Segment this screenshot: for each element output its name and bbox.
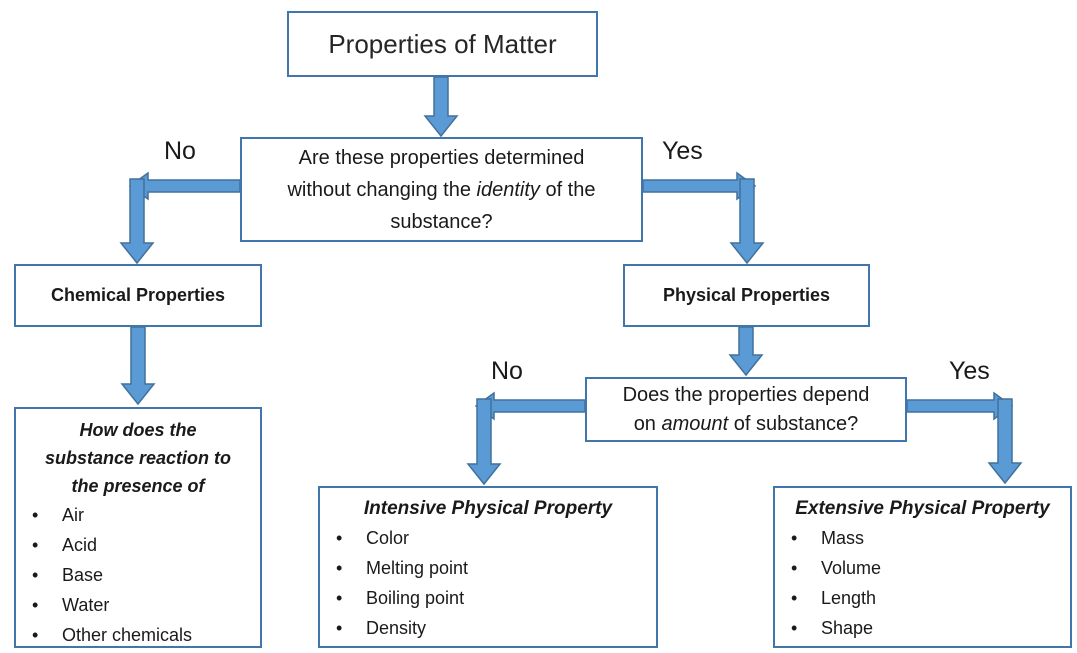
label-decision2-yes: Yes xyxy=(949,357,990,385)
arrow-decision1-yes-vertical xyxy=(729,178,765,265)
extensive-heading: Extensive Physical Property xyxy=(795,498,1050,519)
decision-identity-line1: Are these properties determined xyxy=(298,146,585,169)
label-decision1-no: No xyxy=(164,137,196,165)
decision-amount-line1: Does the properties depend xyxy=(622,383,870,406)
list-item: Acid xyxy=(32,534,250,557)
bullet-icon xyxy=(791,617,821,640)
label-decision1-yes: Yes xyxy=(662,137,703,165)
arrow-decision1-no-vertical xyxy=(119,178,155,265)
list-item: Length xyxy=(791,587,1060,610)
list-item: Volume xyxy=(791,557,1060,580)
chemical-detail-heading: How does the substance reaction to the p… xyxy=(44,420,232,496)
chemical-detail-box: How does the substance reaction to the p… xyxy=(14,407,262,648)
decision-amount-line2: on amount of substance? xyxy=(633,412,859,435)
bullet-icon xyxy=(336,587,366,610)
arrow-chemical-to-detail xyxy=(120,326,156,406)
arrow-physical-to-decision2 xyxy=(728,326,764,377)
page-title: Properties of Matter xyxy=(328,28,557,59)
list-item: Color xyxy=(336,527,646,550)
arrow-decision2-yes-horizontal xyxy=(906,391,1014,421)
list-item: Density xyxy=(336,617,646,640)
intensive-list: Color Melting point Boiling point Densit… xyxy=(330,527,646,640)
decision-amount-box: Does the properties depend on amount of … xyxy=(585,377,907,442)
list-item: Melting point xyxy=(336,557,646,580)
list-item: Air xyxy=(32,504,250,527)
arrow-decision2-no-vertical xyxy=(466,398,502,486)
bullet-icon xyxy=(791,587,821,610)
bullet-icon xyxy=(336,617,366,640)
extensive-property-box: Extensive Physical Property Mass Volume … xyxy=(773,486,1072,648)
arrow-decision1-yes-horizontal xyxy=(642,171,757,201)
list-item: Base xyxy=(32,564,250,587)
bullet-icon xyxy=(32,624,62,647)
bullet-icon xyxy=(32,534,62,557)
bullet-icon xyxy=(32,594,62,617)
decision-identity-line2: without changing the identity of the xyxy=(287,178,596,201)
arrow-decision2-no-horizontal xyxy=(474,391,586,421)
intensive-heading: Intensive Physical Property xyxy=(363,498,613,519)
label-decision2-no: No xyxy=(491,357,523,385)
bullet-icon xyxy=(336,557,366,580)
chemical-detail-list: Air Acid Base Water Other chemicals xyxy=(26,504,250,647)
chemical-properties-box: Chemical Properties xyxy=(14,264,262,327)
list-item: Mass xyxy=(791,527,1060,550)
list-item: Other chemicals xyxy=(32,624,250,647)
list-item: Water xyxy=(32,594,250,617)
title-box: Properties of Matter xyxy=(287,11,598,77)
physical-properties-box: Physical Properties xyxy=(623,264,870,327)
bullet-icon xyxy=(336,527,366,550)
bullet-icon xyxy=(791,557,821,580)
decision-identity-line3: substance? xyxy=(390,210,493,233)
bullet-icon xyxy=(32,504,62,527)
decision-identity-box: Are these properties determined without … xyxy=(240,137,643,242)
intensive-property-box: Intensive Physical Property Color Meltin… xyxy=(318,486,658,648)
arrow-decision2-yes-vertical xyxy=(987,398,1023,485)
bullet-icon xyxy=(32,564,62,587)
bullet-icon xyxy=(791,527,821,550)
list-item: Boiling point xyxy=(336,587,646,610)
extensive-list: Mass Volume Length Shape xyxy=(785,527,1060,640)
list-item: Shape xyxy=(791,617,1060,640)
arrow-title-to-decision1 xyxy=(423,76,459,138)
arrow-decision1-no-horizontal xyxy=(128,171,241,201)
